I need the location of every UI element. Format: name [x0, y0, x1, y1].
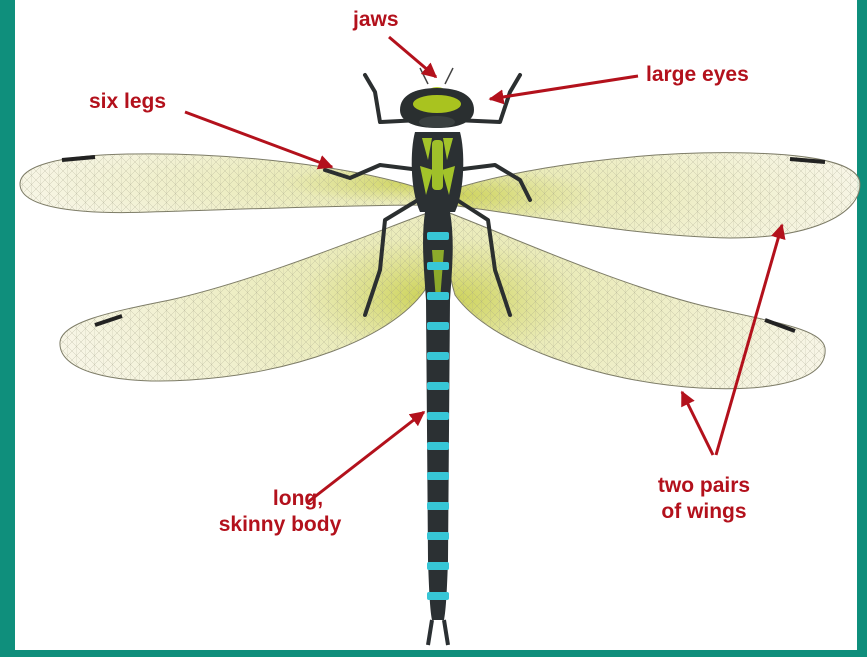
hindwing-arrow: [682, 392, 713, 455]
abdomen-segment-marking: [427, 382, 449, 390]
abdomen-segment-marking: [427, 322, 449, 330]
label-wings-line2: of wings: [634, 499, 774, 525]
abdomen-segment-marking: [427, 472, 449, 480]
thorax: [412, 132, 464, 212]
abdomen-segment-marking: [427, 262, 449, 270]
abdomen-segment-marking: [427, 562, 449, 570]
abdomen-segment-marking: [427, 352, 449, 360]
abdomen-segment-marking: [427, 412, 449, 420]
label-jaws: jaws: [353, 7, 399, 33]
abdomen-segment-marking: [427, 532, 449, 540]
label-wings-line1: two pairs: [634, 473, 774, 499]
label-wings: two pairs of wings: [634, 473, 774, 525]
abdomen-segment-marking: [427, 502, 449, 510]
label-six-legs: six legs: [89, 89, 166, 115]
abdomen-segment-marking: [427, 292, 449, 300]
label-body-line2: skinny body: [205, 512, 355, 538]
abdomen: [423, 212, 453, 645]
label-body: long, skinny body: [205, 486, 355, 538]
abdomen-segment-marking: [427, 232, 449, 240]
abdomen-segment-marking: [427, 442, 449, 450]
abdomen-segment-marking: [427, 592, 449, 600]
jaws-arrow: [389, 37, 436, 77]
label-large-eyes: large eyes: [646, 62, 749, 88]
label-body-line1: long,: [205, 486, 355, 512]
head: [400, 87, 474, 128]
